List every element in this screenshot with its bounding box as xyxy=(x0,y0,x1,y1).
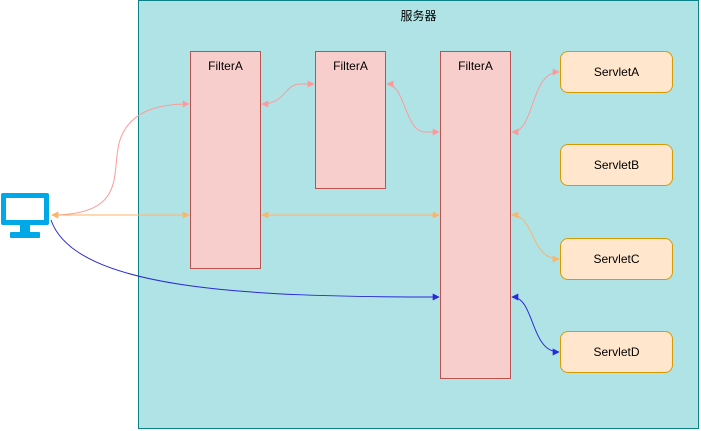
monitor-icon xyxy=(1,193,49,238)
filter-label: FilterA xyxy=(333,59,368,73)
flow-d-filter3-servlet-d xyxy=(511,293,560,356)
servlet-a-box: ServletA xyxy=(560,51,673,93)
flow-a-client-filter1 xyxy=(51,100,190,219)
filter-box-2: FilterA xyxy=(315,51,386,189)
flow-c-filter3-servlet-c xyxy=(511,211,560,263)
flow-a-filter3-servlet-a xyxy=(511,68,560,136)
filter-label: FilterA xyxy=(208,59,243,73)
servlet-b-box: ServletB xyxy=(560,144,673,186)
flow-d-client-filter3 xyxy=(50,219,440,301)
servlet-c-box: ServletC xyxy=(560,238,673,280)
flow-a-filter1-filter2 xyxy=(261,80,315,108)
filter-box-1: FilterA xyxy=(190,51,261,269)
filter-box-3: FilterA xyxy=(440,51,511,379)
servlet-d-box: ServletD xyxy=(560,331,673,373)
server-title: 服务器 xyxy=(400,9,437,23)
filter-label: FilterA xyxy=(458,59,493,73)
flow-a-filter2-filter3 xyxy=(386,80,440,136)
